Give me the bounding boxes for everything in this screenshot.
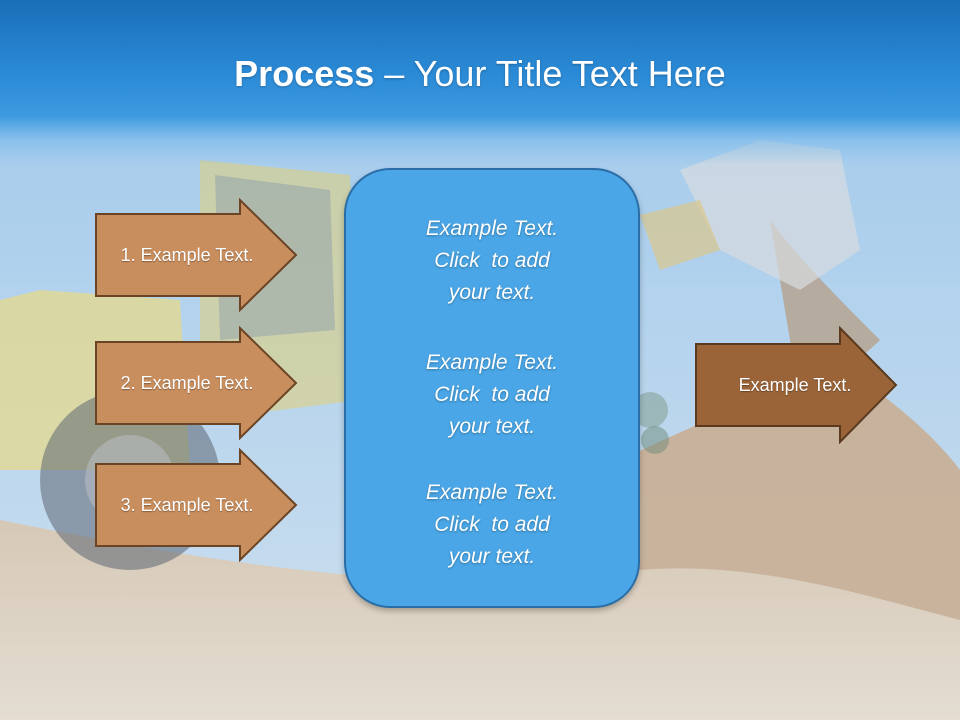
right-arrow-shape-icon (95, 326, 298, 440)
left-arrow-1[interactable]: 1. Example Text. (94, 198, 300, 312)
right-arrow-shape-icon (95, 448, 298, 562)
title-band (0, 0, 960, 165)
title-rest-part: – Your Title Text Here (374, 53, 726, 94)
center-text-block-2[interactable]: Example Text. Click to add your text. (344, 347, 640, 443)
slide-title: Process – Your Title Text Here (0, 52, 960, 96)
left-arrow-3[interactable]: 3. Example Text. (94, 448, 300, 562)
title-bold-part: Process (234, 53, 375, 94)
left-arrow-2[interactable]: 2. Example Text. (94, 326, 300, 440)
center-text-line: your text. (448, 281, 536, 304)
right-arrow-label: Example Text. (738, 374, 852, 395)
center-text-block-1[interactable]: Example Text. Click to add your text. (344, 213, 640, 309)
center-text-block-3[interactable]: Example Text. Click to add your text. (344, 477, 640, 573)
right-arrow[interactable]: Example Text. (694, 326, 900, 444)
center-text-line: Click to add (434, 383, 550, 406)
center-text-box[interactable] (344, 168, 640, 608)
center-text-line: your text. (448, 415, 536, 438)
left-arrow-label: 3. Example Text. (120, 494, 254, 515)
left-arrow-label: 1. Example Text. (120, 244, 254, 265)
right-arrow-shape-icon (95, 198, 298, 312)
left-arrow-label: 2. Example Text. (120, 372, 254, 393)
center-text-line: Example Text. (425, 217, 559, 240)
right-arrow-shape-icon (695, 326, 898, 444)
center-text-line: Example Text. (425, 351, 559, 374)
center-text-line: Click to add (434, 513, 550, 536)
center-text-line: Click to add (434, 249, 550, 272)
center-text-line: Example Text. (425, 481, 559, 504)
center-text-line: your text. (448, 545, 536, 568)
